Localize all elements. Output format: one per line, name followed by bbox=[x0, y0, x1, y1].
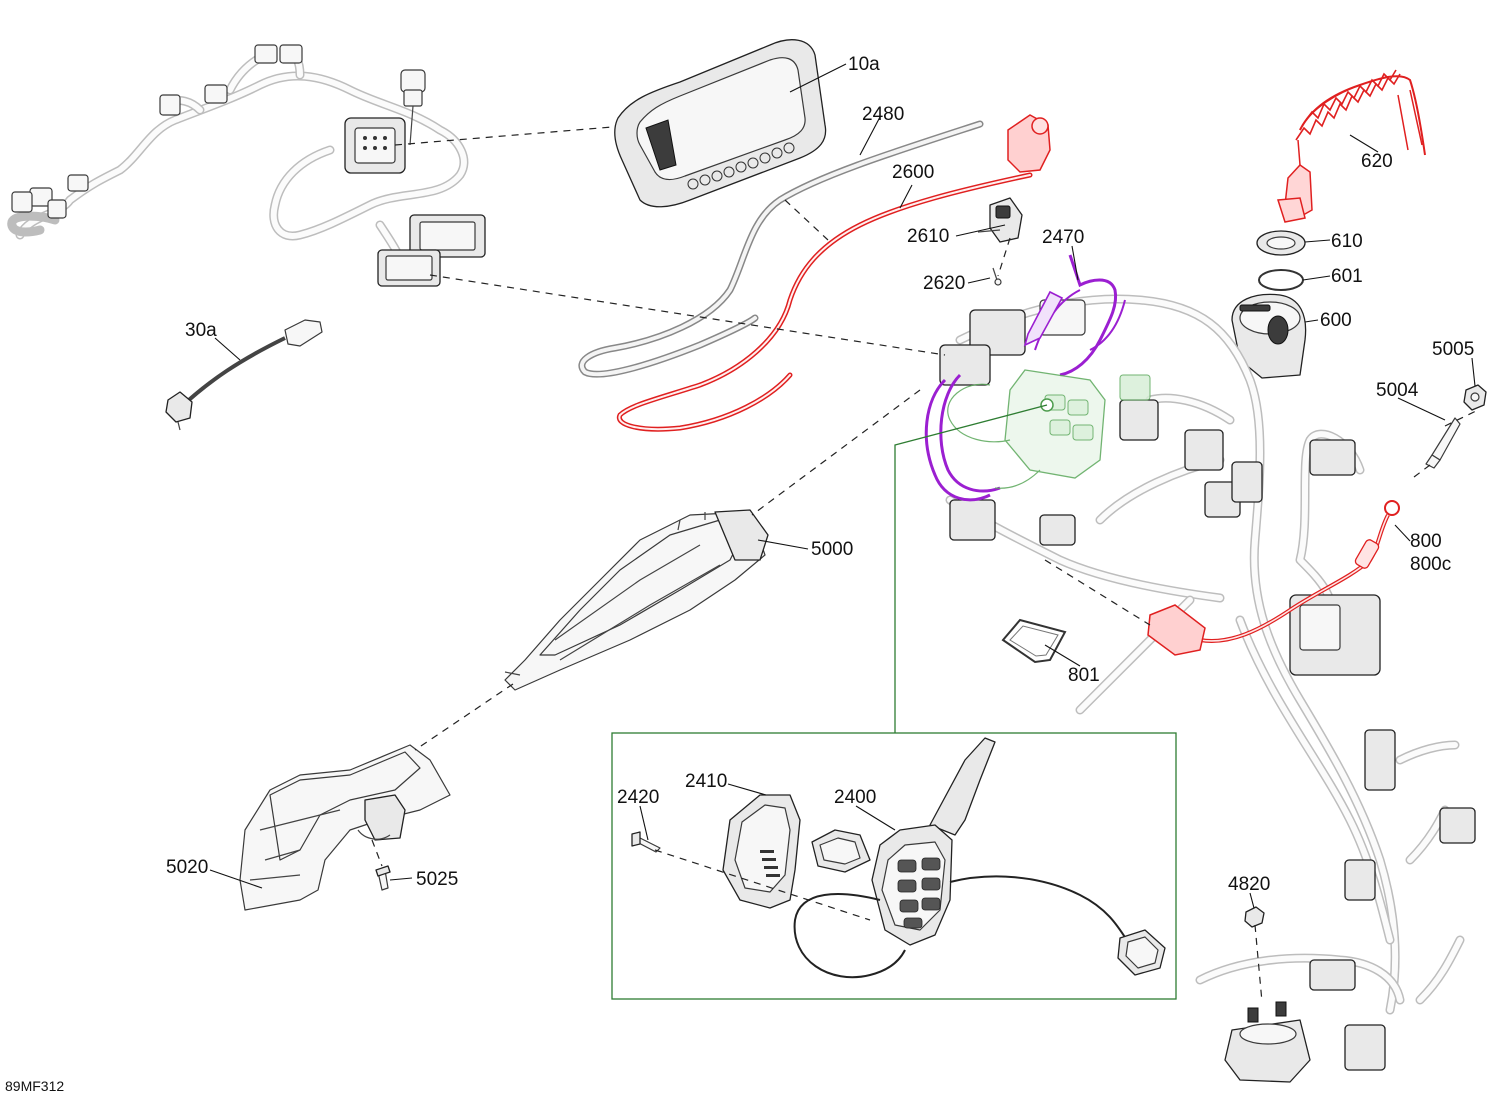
safety-lanyard-620 bbox=[1277, 69, 1426, 223]
label-2470: 2470 bbox=[1042, 227, 1084, 248]
label-800: 800 bbox=[1410, 531, 1442, 552]
gauge-display-10a bbox=[614, 39, 827, 208]
upper-wiring-harness bbox=[7, 44, 486, 287]
label-30a: 30a bbox=[185, 320, 217, 341]
label-620: 620 bbox=[1361, 151, 1393, 172]
label-10a: 10a bbox=[848, 54, 880, 75]
o-ring-601 bbox=[1258, 269, 1304, 291]
cable-2600 bbox=[616, 114, 1051, 432]
cable-2480 bbox=[578, 120, 984, 378]
screw-5025 bbox=[375, 865, 391, 891]
label-4820: 4820 bbox=[1228, 874, 1270, 895]
stud-5004 bbox=[1425, 417, 1461, 469]
screw-2620 bbox=[992, 267, 1002, 286]
ring-nut-610 bbox=[1256, 230, 1306, 256]
label-2480: 2480 bbox=[862, 104, 904, 125]
label-5020: 5020 bbox=[166, 857, 208, 878]
label-2410: 2410 bbox=[685, 771, 727, 792]
sensor-cable-30a bbox=[165, 319, 323, 431]
harness-2470 bbox=[924, 254, 1126, 502]
label-2620: 2620 bbox=[923, 273, 965, 294]
cover-2410 bbox=[722, 794, 801, 909]
figure-code: 89MF312 bbox=[5, 1078, 64, 1094]
seal-801 bbox=[1001, 618, 1067, 664]
label-610: 610 bbox=[1331, 231, 1363, 252]
label-5004: 5004 bbox=[1376, 380, 1419, 401]
bracket-5000 bbox=[504, 509, 769, 691]
bracket-5020 bbox=[239, 744, 451, 911]
label-800c: 800c bbox=[1410, 554, 1451, 575]
switch-module-2400-highlight bbox=[947, 369, 1151, 489]
nut-4820 bbox=[1244, 906, 1265, 928]
label-2400: 2400 bbox=[834, 787, 876, 808]
nut-5005 bbox=[1463, 384, 1487, 411]
key-switch-600 bbox=[1231, 293, 1307, 379]
leader-lines bbox=[209, 63, 1476, 909]
label-2610: 2610 bbox=[907, 226, 949, 247]
switch-module-2400 bbox=[793, 737, 1166, 979]
label-5000: 5000 bbox=[811, 539, 853, 560]
detail-frame bbox=[611, 404, 1177, 1000]
main-wiring-harness bbox=[939, 294, 1476, 1083]
label-5025: 5025 bbox=[416, 869, 458, 890]
cable-800 bbox=[1147, 500, 1400, 656]
assembly-lines bbox=[371, 126, 1479, 1003]
bracket-2610 bbox=[977, 197, 1023, 243]
label-2600: 2600 bbox=[892, 162, 934, 183]
label-801: 801 bbox=[1068, 665, 1100, 686]
label-5005: 5005 bbox=[1432, 339, 1474, 360]
label-2420: 2420 bbox=[617, 787, 659, 808]
label-600: 600 bbox=[1320, 310, 1352, 331]
label-601: 601 bbox=[1331, 266, 1363, 287]
screw-2420 bbox=[631, 831, 661, 853]
